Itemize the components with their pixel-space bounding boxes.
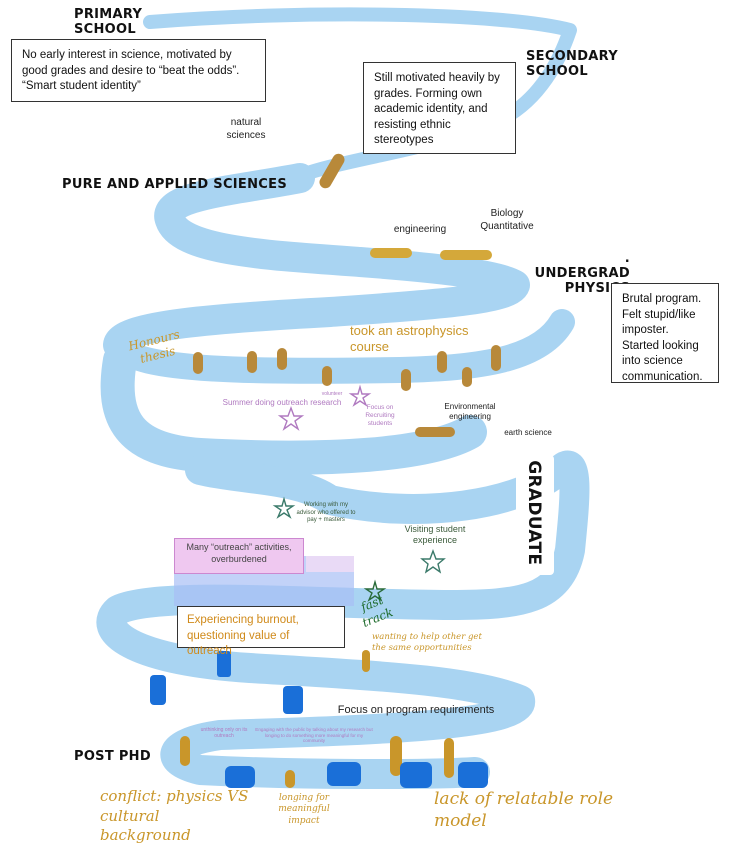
annotation-volunteer: volunteer bbox=[321, 391, 343, 397]
dam-marker bbox=[401, 369, 411, 391]
star-icon bbox=[363, 579, 387, 602]
annotation-advisor: Working with my advisor who offered to p… bbox=[296, 502, 356, 523]
dam-marker bbox=[370, 248, 412, 258]
branch-program-requirements: Focus on program requirements bbox=[337, 704, 495, 716]
branch-biology: Biology Quantitative bbox=[480, 208, 534, 232]
stage-secondary-school: SECONDARY SCHOOL bbox=[526, 49, 618, 79]
branch-environmental: Environmental engineering bbox=[444, 402, 496, 421]
stage-pure-applied-sciences: PURE AND APPLIED SCIENCES bbox=[62, 177, 287, 192]
annotation-recruiting: Focus on Recruiting students bbox=[365, 404, 395, 428]
dam-marker bbox=[362, 650, 370, 672]
annotation-role-model: lack of relatable role model bbox=[434, 789, 614, 832]
river-segment-undergrad-lower bbox=[100, 343, 487, 475]
star-icon bbox=[277, 406, 305, 431]
stage-primary-school: PRIMARY SCHOOL bbox=[74, 7, 143, 37]
annotation-astrophysics: took an astrophysics course bbox=[350, 323, 469, 355]
dam-marker bbox=[444, 738, 454, 778]
outreach-box bbox=[174, 538, 304, 574]
dam-marker bbox=[322, 366, 332, 386]
annotation-unthinking: unthinking only on its outreach bbox=[200, 727, 248, 740]
river-segment-pure bbox=[103, 163, 530, 360]
stage-post-phd: POST PHD bbox=[74, 749, 151, 764]
annotation-visiting: Visiting student experience bbox=[404, 524, 466, 546]
dam-markers bbox=[180, 153, 501, 788]
dam-marker bbox=[247, 351, 257, 373]
river-segment-undergrad bbox=[107, 309, 575, 384]
dam-marker bbox=[440, 250, 492, 260]
annotation-wanting-to-help: wanting to help other get the same oppor… bbox=[372, 632, 482, 653]
rock-obstacle bbox=[400, 762, 432, 788]
dam-marker bbox=[462, 367, 472, 387]
rock-obstacles bbox=[150, 651, 488, 788]
star-icon bbox=[348, 384, 372, 407]
dam-marker bbox=[491, 345, 501, 371]
note-undergrad: Brutal program. Felt stupid/like imposte… bbox=[611, 283, 719, 383]
rock-obstacle bbox=[283, 686, 303, 714]
note-burnout: Experiencing burnout, questioning value … bbox=[177, 606, 345, 657]
dam-marker bbox=[180, 736, 190, 766]
dam-marker bbox=[437, 351, 447, 373]
outreach-text: Many “outreach” activities, overburdened bbox=[186, 542, 292, 564]
stars bbox=[272, 384, 446, 602]
note-secondary: Still motivated heavily by grades. Formi… bbox=[363, 62, 516, 154]
branch-earth-science: earth science bbox=[504, 428, 552, 437]
dam-marker bbox=[319, 153, 345, 189]
dam-marker bbox=[277, 348, 287, 370]
dam-marker bbox=[415, 427, 455, 437]
rock-obstacle bbox=[217, 651, 231, 677]
stage-graduate: GRADUATE bbox=[523, 460, 544, 566]
annotation-longing: longing for meaningful impact bbox=[278, 793, 330, 826]
graduate-label-bg bbox=[516, 455, 554, 575]
star-icon bbox=[420, 549, 446, 574]
annotation-conflict: conflict: physics VS cultural background bbox=[100, 787, 249, 844]
rock-obstacle bbox=[458, 762, 488, 788]
dam-marker bbox=[285, 770, 295, 788]
branch-natural-sciences: natural sciences bbox=[226, 117, 266, 141]
branch-engineering: engineering bbox=[393, 224, 447, 235]
rock-obstacle bbox=[327, 762, 361, 786]
annotation-summer-outreach: Summer doing outreach research bbox=[222, 398, 342, 407]
note-primary: No early interest in science, motivated … bbox=[11, 39, 266, 102]
star-icon bbox=[272, 496, 296, 519]
rock-obstacle bbox=[150, 675, 166, 705]
dam-marker bbox=[390, 736, 402, 776]
annotation-engaging-public: Engaging with the public by talking abou… bbox=[255, 727, 373, 744]
dam-marker bbox=[193, 352, 203, 374]
rock-obstacle bbox=[225, 766, 255, 788]
outreach-highlight-light bbox=[306, 556, 354, 572]
